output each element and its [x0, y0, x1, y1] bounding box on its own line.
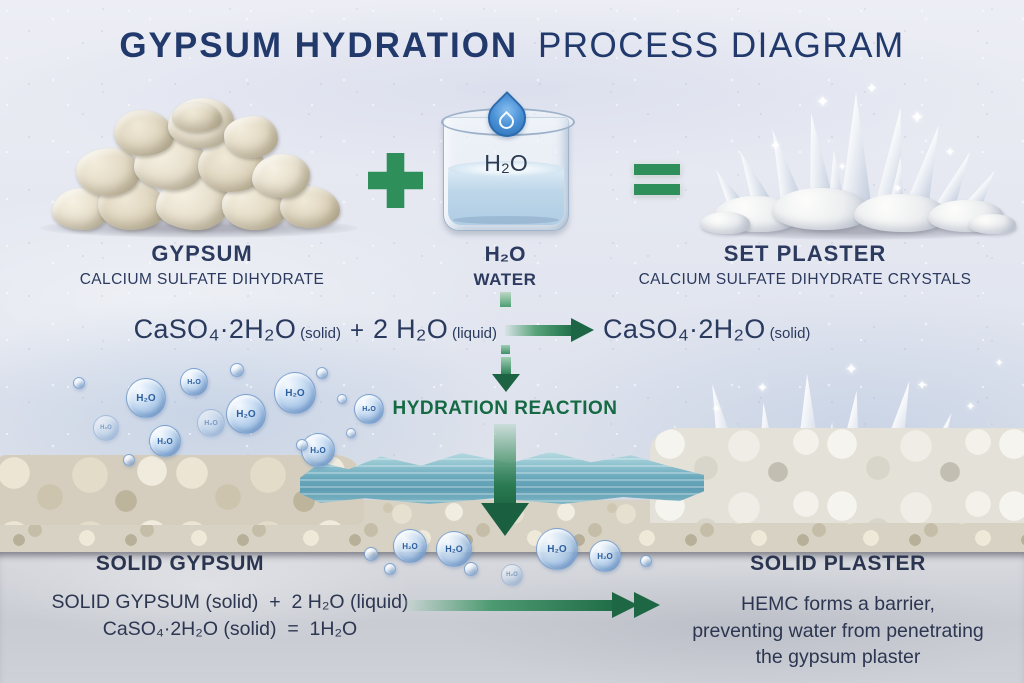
set-plaster-description: CALCIUM SULFATE DIHYDRATE CRYSTALS: [638, 271, 972, 288]
gypsum-name: GYPSUM: [151, 241, 253, 266]
plaster-rubble-right: [650, 428, 1024, 523]
hemc-note-line1: HEMC forms a barrier,: [741, 593, 935, 615]
solid-gypsum-heading: SOLID GYPSUM: [95, 552, 265, 575]
equation-product: CaSO₄·2H₂O: [603, 314, 766, 344]
equation-plus: +: [349, 317, 364, 344]
glass-h2o-label: H₂O: [484, 150, 528, 176]
equation-reactant2-state: (liquid): [452, 325, 498, 342]
equals-sign: [634, 164, 680, 195]
equation-reactant2: 2 H₂O: [373, 314, 448, 344]
chemical-equation: CaSO₄·2H₂O (solid) + 2 H₂O (liquid) CaSO…: [0, 314, 984, 345]
gypsum-label: GYPSUM CALCIUM SULFATE DIHYDRATE: [40, 241, 364, 289]
title-emphasis: GYPSUM HYDRATION: [119, 26, 519, 65]
flow-dash: [501, 345, 510, 354]
water-label: H₂O WATER: [430, 243, 580, 290]
water-formula: H₂O: [484, 243, 526, 266]
equation-reactant1-state: (solid): [300, 325, 341, 342]
hydration-reaction-label: HYDRATION REACTION: [392, 398, 618, 419]
hemc-note-line2: preventing water from penetrating: [692, 619, 984, 642]
equation-reactant1: CaSO₄·2H₂O: [133, 314, 297, 344]
set-plaster-name: SET PLASTER: [723, 241, 887, 266]
solid-plaster-heading: SOLID PLASTER: [750, 552, 926, 575]
flow-dash: [500, 292, 511, 307]
title-rest: PROCESS DIAGRAM: [537, 26, 905, 65]
reaction-right-arrow-icon: [505, 317, 595, 342]
solid-gypsum-equation-line2: CaSO₄·2H₂O (solid) = 1H₂O: [102, 618, 358, 640]
water-glass-illustration: H₂O: [438, 103, 575, 233]
gypsum-pile-illustration: [40, 96, 358, 238]
solid-gypsum-equation-line1: SOLID GYPSUM (solid) + 2 H₂O (liquid): [51, 591, 409, 613]
water-droplet-icon: [484, 93, 526, 141]
page-title: GYPSUM HYDRATION PROCESS DIAGRAM: [0, 26, 1024, 66]
hemc-note-line3: the gypsum plaster: [755, 646, 921, 668]
equation-product-state: (solid): [769, 325, 811, 342]
hemc-note: HEMC forms a barrier, preventing water f…: [652, 591, 1024, 671]
set-plaster-label: SET PLASTER CALCIUM SULFATE DIHYDRATE CR…: [620, 241, 990, 289]
glass-water: [448, 161, 564, 225]
water-name: WATER: [473, 270, 537, 289]
set-plaster-crystals-illustration: [700, 86, 1017, 240]
right-arrow-long-icon: [406, 592, 668, 619]
gypsum-description: CALCIUM SULFATE DIHYDRATE: [79, 271, 325, 288]
